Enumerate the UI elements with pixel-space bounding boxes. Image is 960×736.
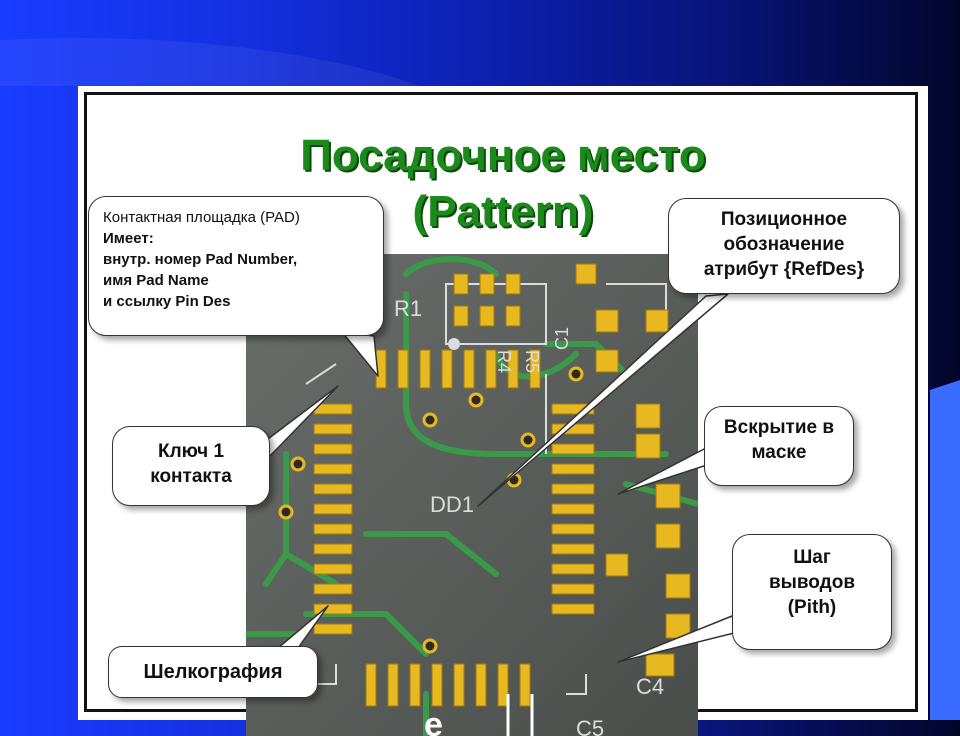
r4-label: R4 xyxy=(494,350,514,373)
pin1-key-callout: Ключ 1 контакта xyxy=(112,426,270,506)
mask-opening-callout: Вскрытие в маске xyxy=(704,406,854,486)
pitch-callout-line2: выводов xyxy=(768,572,856,593)
silkscreen-callout: Шелкография xyxy=(108,646,318,698)
pitch-callout-line1: Шаг xyxy=(793,547,831,568)
refdes-callout-line3: атрибут {RefDes} xyxy=(703,259,865,280)
dd1-label: DD1 xyxy=(430,492,474,517)
pitch-callout: Шаг выводов (Pith) xyxy=(732,534,892,650)
mask-callout-line2: маске xyxy=(751,442,807,463)
pitch-callout-line3: (Pith) xyxy=(787,597,837,618)
key-callout-line1: Ключ 1 xyxy=(157,441,225,462)
pad-callout-line3: внутр. номер Pad Number, xyxy=(103,251,298,268)
pad-callout: Контактная площадка (PAD) Имеет: внутр. … xyxy=(88,196,384,336)
refdes-callout-line1: Позиционное xyxy=(720,209,848,230)
slide-content: Посадочное место (Pattern) xyxy=(78,86,928,736)
refdes-callout: Позиционное обозначение атрибут {RefDes} xyxy=(668,198,900,294)
pad-callout-line5: и ссылку Pin Des xyxy=(103,293,231,310)
c5-label: C5 xyxy=(576,716,604,736)
c4-label: C4 xyxy=(636,674,664,699)
r1-label: R1 xyxy=(394,296,422,321)
key-callout-line2: контакта xyxy=(150,466,232,487)
pitch-e-label: e xyxy=(424,706,443,736)
c1-label: C1 xyxy=(552,327,572,350)
slide-subtitle: (Pattern) xyxy=(412,187,594,236)
pad-callout-line2: Имеет: xyxy=(103,230,154,247)
pad-callout-line4: имя Pad Name xyxy=(103,272,209,289)
pad-callout-line1: Контактная площадка (PAD) xyxy=(103,209,300,226)
slide-title: Посадочное место xyxy=(300,131,706,180)
refdes-callout-line2: обозначение xyxy=(723,234,845,255)
r5-label: R5 xyxy=(522,350,542,373)
silk-callout-line1: Шелкография xyxy=(143,661,283,683)
mask-callout-line1: Вскрытие в xyxy=(723,417,835,438)
